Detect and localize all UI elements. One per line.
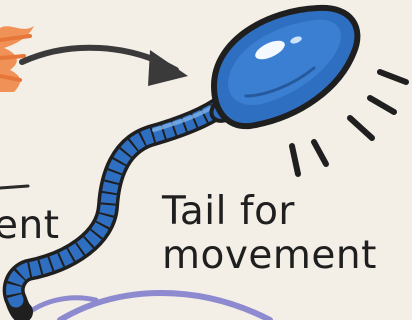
partial-left-label: ent [0,204,60,248]
lavender-strokes [20,293,270,320]
left-underline [0,186,28,188]
tail-label-line2: movement [162,234,377,278]
curved-arrow-icon [22,48,188,86]
tail-label: Tail for movement [162,190,377,278]
tail-label-line1: Tail for [162,190,377,234]
